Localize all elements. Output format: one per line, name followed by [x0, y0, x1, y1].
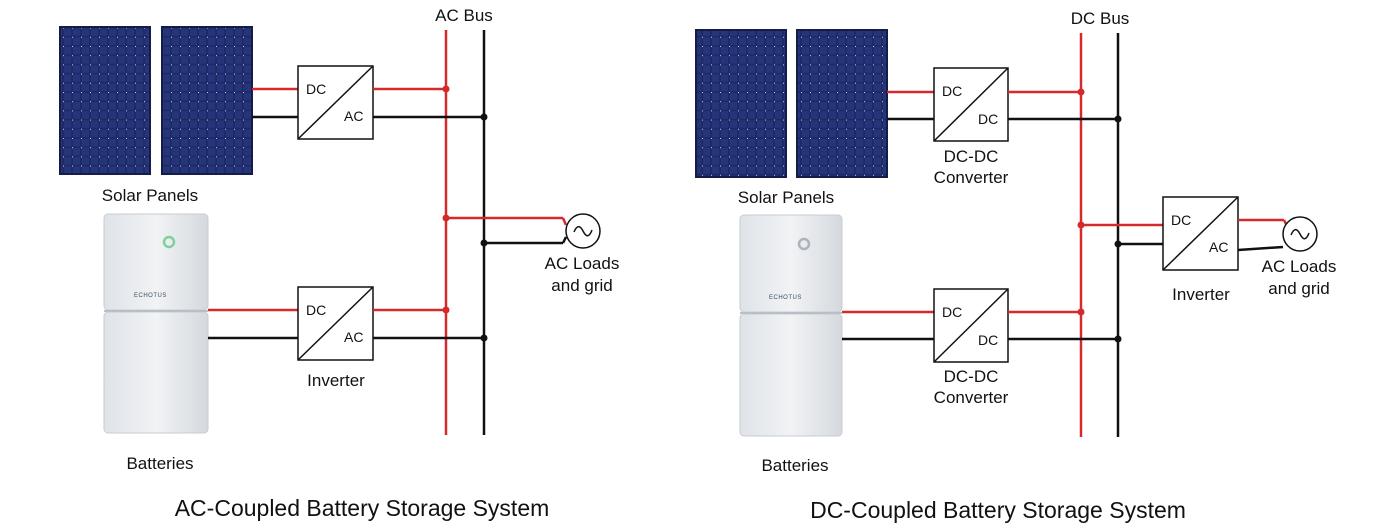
- dc-inverter-bottom: AC: [1209, 239, 1228, 255]
- dc-solar-converter-bottom: DC: [978, 111, 998, 127]
- dc-load-wire-black: [1237, 245, 1284, 252]
- dc-battery-converter-diagonal: [933, 288, 1009, 363]
- ac-battery-inverter-diagonal: [297, 286, 374, 361]
- ac-battery-inverter-bottom: AC: [344, 329, 363, 345]
- dc-inverter-top: DC: [1171, 212, 1191, 228]
- ac-loads-label-1: AC Loads: [545, 254, 620, 273]
- dc-battery-converter-caption-1: DC-DC: [944, 367, 999, 386]
- ac-source-wave-icon: [573, 225, 593, 237]
- dc-bus-label: DC Bus: [1071, 9, 1130, 28]
- dc-battery-node-red: [1077, 308, 1085, 316]
- dc-battery-node-black: [1114, 335, 1122, 343]
- dc-battery-indicator: [797, 237, 811, 251]
- ac-battery-indicator: [162, 235, 176, 249]
- dc-battery: ECHOTUS: [739, 214, 843, 437]
- ac-battery-lower: [103, 311, 209, 434]
- dc-solar-node-black: [1114, 115, 1122, 123]
- dc-ac-source-symbol: [1282, 216, 1318, 252]
- dc-ac-source-wave-icon: [1290, 228, 1310, 240]
- ac-batteries-label: Batteries: [126, 454, 193, 473]
- dc-battery-converter-caption-2: Converter: [934, 388, 1009, 407]
- ac-battery: ECHOTUS: [103, 213, 209, 434]
- ac-solar-inverter-top: DC: [306, 81, 326, 97]
- ac-battery-node-black: [480, 334, 488, 342]
- dc-solar-panels: [695, 29, 888, 178]
- dc-solar-converter-caption-2: Converter: [934, 168, 1009, 187]
- ac-solar-inverter-diagonal: [297, 65, 374, 140]
- ac-solar-panels: [59, 26, 253, 175]
- ac-solar-node-black: [480, 113, 488, 121]
- dc-solar-converter-caption-1: DC-DC: [944, 147, 999, 166]
- dc-coupled-system: Solar Panels ECHOTUS Batteries DC Bus DC…: [695, 9, 1337, 523]
- dc-solar-converter-diagonal: [933, 67, 1009, 142]
- dc-solar-panel-left: [695, 29, 787, 178]
- dc-solar-panel-right: [796, 29, 888, 178]
- ac-inverter-caption: Inverter: [307, 371, 365, 390]
- dc-loads-label-1: AC Loads: [1262, 257, 1337, 276]
- dc-batteries-label: Batteries: [761, 456, 828, 475]
- ac-load-wire-red-drop: [561, 217, 568, 226]
- dc-inverter-diagonal: [1162, 196, 1239, 271]
- dc-loads-label-2: and grid: [1268, 279, 1329, 298]
- dc-system-title: DC-Coupled Battery Storage System: [810, 497, 1186, 523]
- ac-solar-inverter-bottom: AC: [344, 108, 363, 124]
- ac-source-symbol: [565, 213, 601, 249]
- ac-load-node-black: [480, 239, 488, 247]
- ac-battery-inverter-top: DC: [306, 302, 326, 318]
- ac-battery-logo: ECHOTUS: [134, 293, 167, 299]
- ac-load-wire-black-rise: [561, 236, 568, 244]
- dc-battery-converter-top: DC: [942, 304, 962, 320]
- ac-load-node-red: [442, 214, 450, 222]
- ac-battery-inverter: DC AC: [297, 286, 374, 361]
- dc-battery-logo: ECHOTUS: [769, 295, 802, 301]
- ac-solar-panel-right: [161, 26, 253, 175]
- ac-system-title: AC-Coupled Battery Storage System: [175, 495, 550, 521]
- ac-solar-panel-left: [59, 26, 151, 175]
- dc-inverter-node-red: [1077, 221, 1085, 229]
- dc-solar-converter: DC DC: [933, 67, 1009, 142]
- dc-solar-converter-top: DC: [942, 83, 962, 99]
- ac-loads-label-2: and grid: [551, 276, 612, 295]
- dc-inverter-node-black: [1114, 240, 1122, 248]
- ac-solar-label: Solar Panels: [102, 186, 198, 205]
- dc-solar-node-red: [1077, 88, 1085, 96]
- ac-coupled-system: Solar Panels ECHOTUS Batteries AC Bus DC…: [59, 6, 620, 521]
- dc-battery-converter: DC DC: [933, 288, 1009, 363]
- dc-solar-label: Solar Panels: [738, 188, 834, 207]
- ac-battery-node-red: [442, 306, 450, 314]
- ac-solar-node-red: [442, 85, 450, 93]
- dc-inverter-caption: Inverter: [1172, 285, 1230, 304]
- ac-bus-label: AC Bus: [435, 6, 493, 25]
- ac-solar-inverter: DC AC: [297, 65, 374, 140]
- dc-battery-converter-bottom: DC: [978, 332, 998, 348]
- dc-battery-lower: [739, 313, 843, 437]
- dc-inverter: DC AC: [1162, 196, 1239, 271]
